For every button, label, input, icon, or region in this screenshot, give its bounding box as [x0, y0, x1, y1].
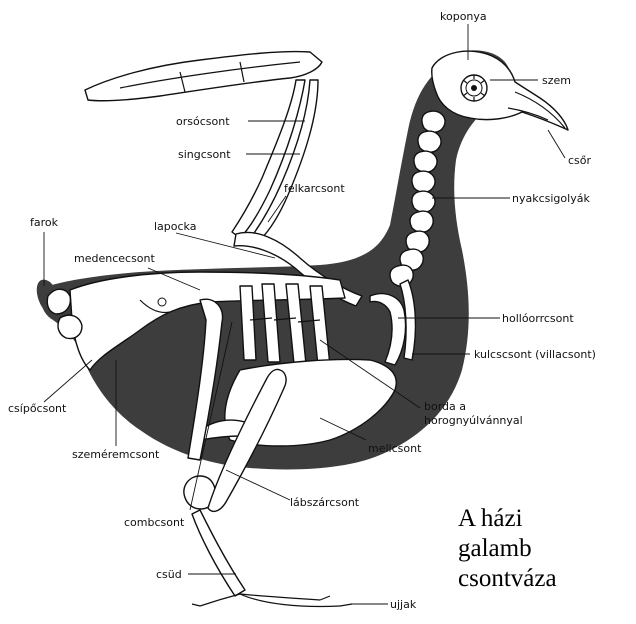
- label-borda-line2: horognyúlvánnyal: [424, 414, 523, 427]
- caption: A házi galamb csontváza: [458, 505, 557, 592]
- label-csor: csőr: [568, 154, 592, 167]
- caption-line-2: galamb: [458, 535, 532, 562]
- label-nyakcsigolyak: nyakcsigolyák: [512, 192, 590, 205]
- label-mellcsont: mellcsont: [368, 442, 422, 455]
- label-hollocsont: hollóorrcsont: [502, 312, 574, 325]
- label-szemeremcsont: szeméremcsont: [72, 448, 160, 461]
- label-csipocsont: csípőcsont: [8, 402, 67, 415]
- label-farok: farok: [30, 216, 59, 229]
- label-felkarcsont: felkarcsont: [284, 182, 345, 195]
- label-koponya: koponya: [440, 10, 487, 23]
- label-orsocsont: orsócsont: [176, 115, 230, 128]
- label-labszarcsont: lábszárcsont: [290, 496, 360, 509]
- label-medencecsont: medencecsont: [74, 252, 156, 265]
- label-ujjak: ujjak: [390, 598, 417, 611]
- label-csud: csüd: [156, 568, 182, 581]
- caption-line-1: A házi: [458, 505, 523, 532]
- caption-line-3: csontváza: [458, 565, 557, 592]
- label-szem: szem: [542, 74, 571, 87]
- label-kulcscsont: kulcscsont (villacsont): [474, 348, 596, 361]
- label-borda-line1: borda a: [424, 400, 466, 413]
- label-lapocka: lapocka: [154, 220, 196, 233]
- label-combcsont: combcsont: [124, 516, 185, 529]
- eye-ring-icon: [461, 75, 487, 101]
- label-singcsont: singcsont: [178, 148, 231, 161]
